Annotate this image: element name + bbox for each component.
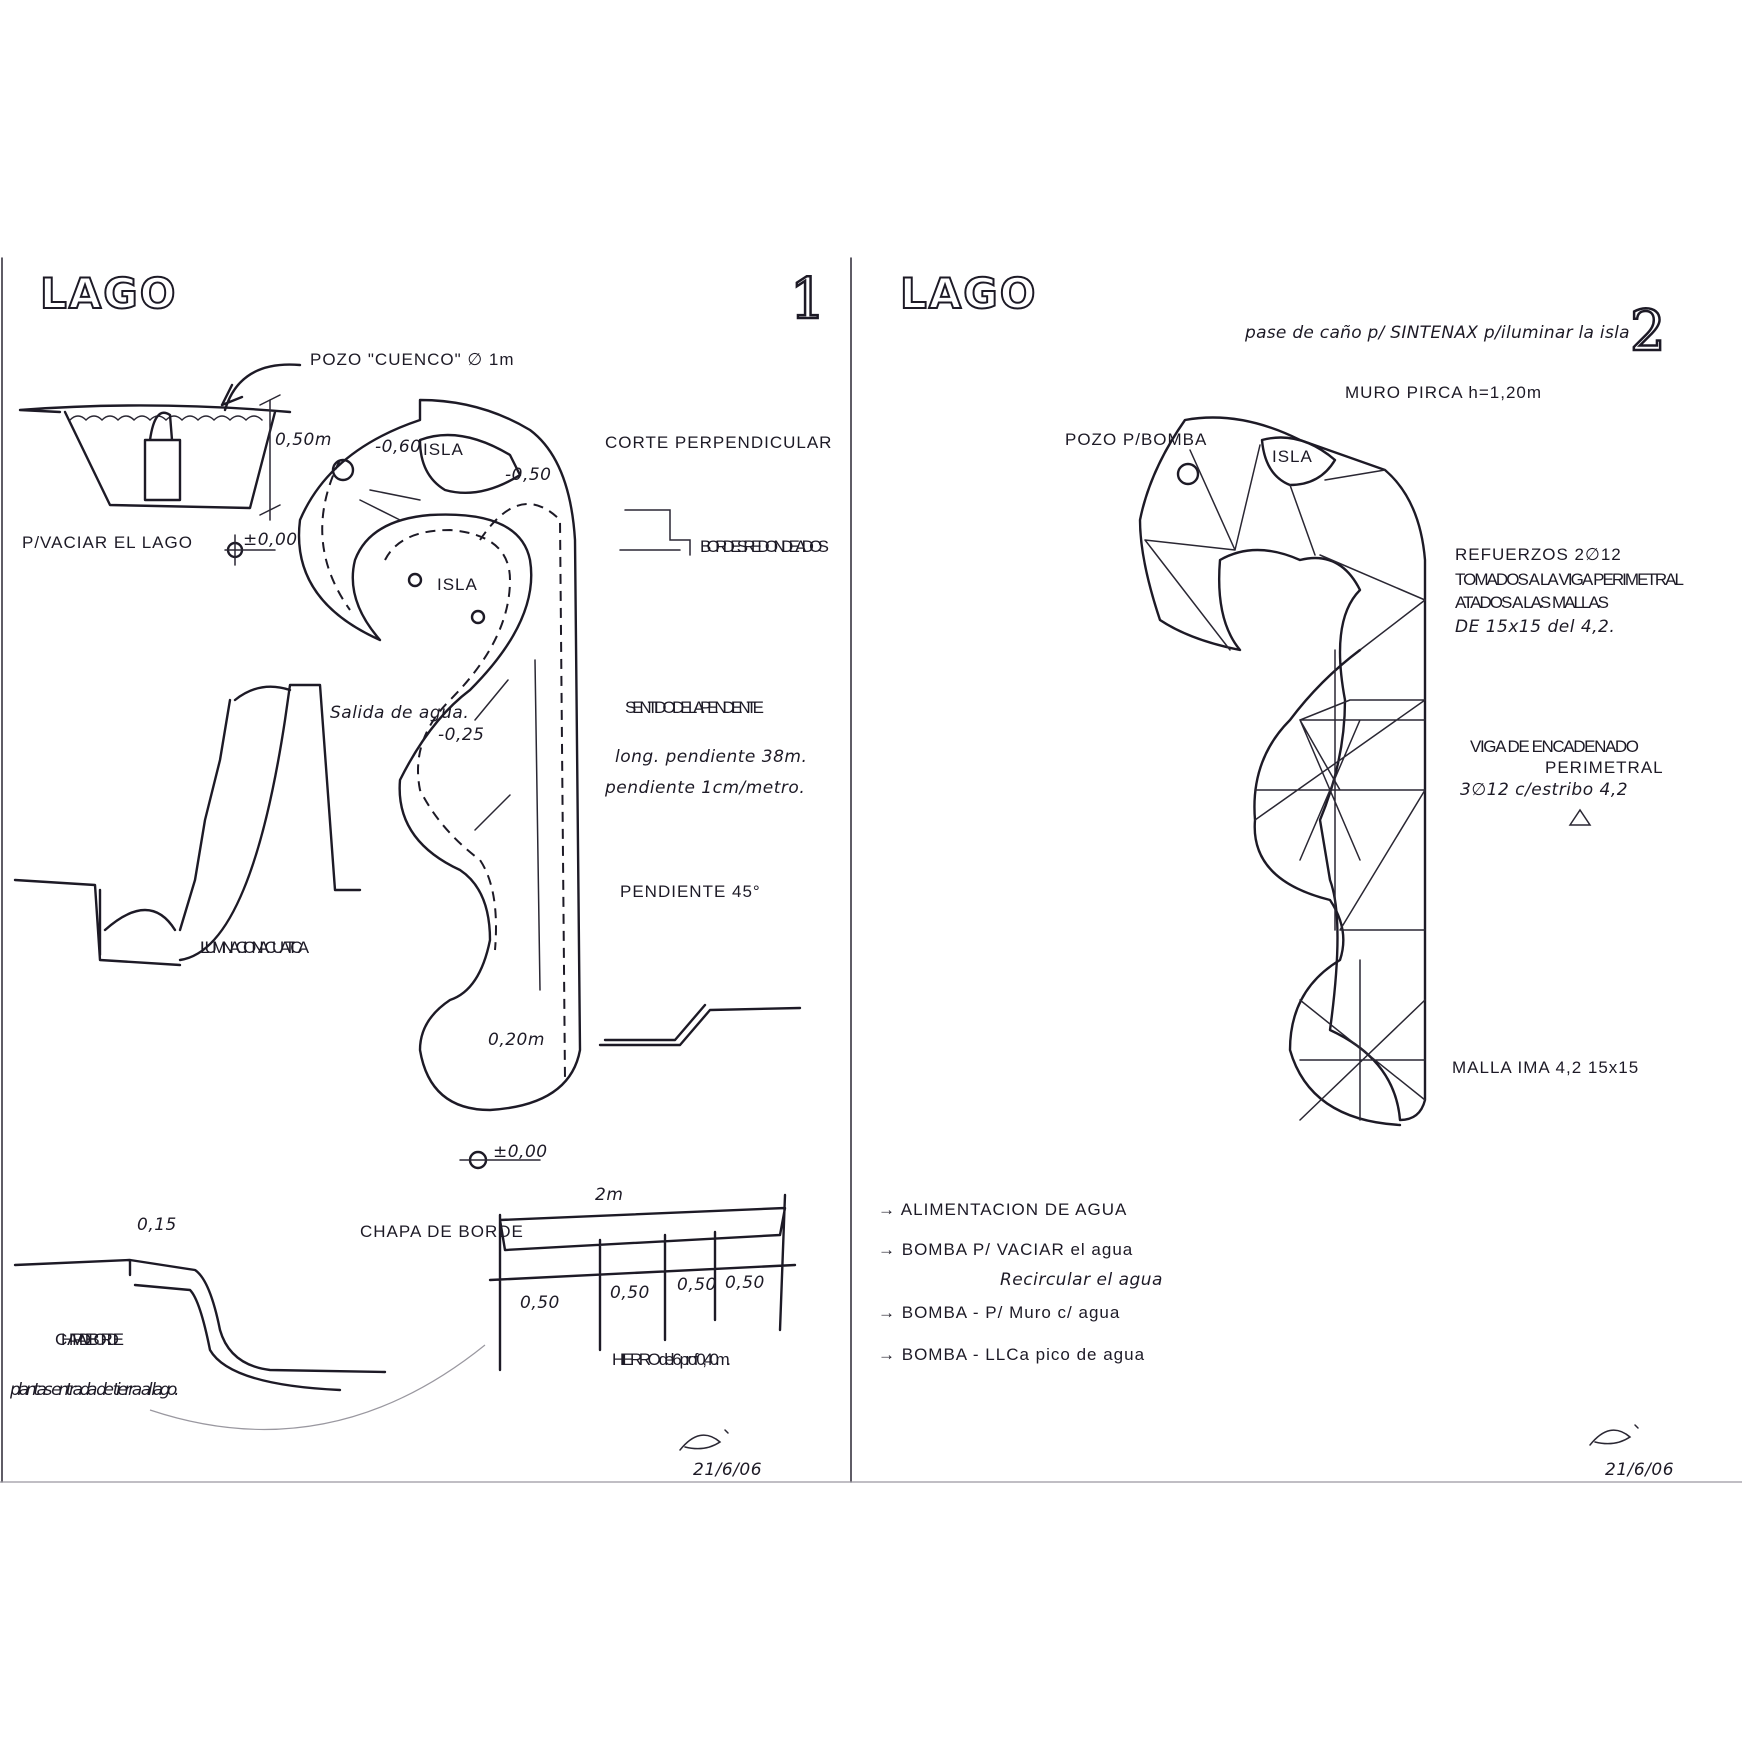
label-muro-pirca: MURO PIRCA h=1,20m bbox=[1345, 383, 1542, 402]
bordes-detail-drawing bbox=[619, 509, 691, 556]
pendiente-section-drawing bbox=[598, 1003, 802, 1047]
level-marker-icon bbox=[459, 1150, 541, 1170]
label-pase-cano: pase de caño p/ SINTENAX p/iluminar la i… bbox=[1244, 323, 1630, 343]
label-vaciar-lago: P/VACIAR EL LAGO bbox=[22, 533, 193, 552]
borde-section-drawing bbox=[13, 1258, 387, 1392]
sheet2-title: LAGO bbox=[900, 269, 1037, 318]
label-viga-3: 3∅12 c/estribo 4,2 bbox=[1460, 780, 1628, 800]
label-long-pendiente: long. pendiente 38m. bbox=[615, 747, 807, 767]
label-pozo-bomba: POZO P/BOMBA bbox=[1065, 430, 1207, 449]
sheet1-title: LAGO bbox=[40, 269, 177, 318]
salida-section-drawing bbox=[13, 683, 362, 967]
level-marker-icon bbox=[224, 534, 276, 566]
note-item: Recircular el agua bbox=[1000, 1270, 1163, 1290]
label-level-050: -0,50 bbox=[505, 465, 552, 485]
label-chapa-borde-right: CHAPA DE BORDE bbox=[360, 1222, 524, 1241]
label-iluminacion: ILUMINACION ACUATICA bbox=[200, 938, 310, 957]
label-dim-015: 0,15 bbox=[137, 1215, 177, 1235]
label-pendiente-rate: pendiente 1cm/metro. bbox=[604, 778, 805, 798]
lake-structure-plan bbox=[1138, 416, 1427, 1127]
signature-icon bbox=[1589, 1424, 1639, 1446]
label-level-020: 0,20m bbox=[488, 1030, 545, 1050]
label-refuerzos-3: ATADOS A LAS MALLAS bbox=[1455, 593, 1610, 612]
signature-icon bbox=[679, 1429, 729, 1451]
lake-plan-outline bbox=[297, 398, 582, 1112]
label-plantas: plantas entrada de tierra al lago. bbox=[9, 1380, 180, 1400]
sheet2-date: 21/6/06 bbox=[1605, 1460, 1674, 1480]
label-viga-2: PERIMETRAL bbox=[1545, 758, 1664, 777]
sheet-1: LAGO 1 POZO "CUENCO" ∅ 1m 0,50m P/VACIAR… bbox=[9, 266, 832, 1480]
chapa-borde-drawing bbox=[488, 1193, 797, 1372]
label-refuerzos: REFUERZOS 2∅12 bbox=[1455, 545, 1622, 564]
label-malla: MALLA IMA 4,2 15x15 bbox=[1452, 1058, 1639, 1077]
label-level-000-bottom: ±0,00 bbox=[493, 1142, 548, 1162]
label-dim-2m: 2m bbox=[595, 1185, 623, 1205]
label-sentido-pendiente: SENTIDO DE LA PENDIENTE bbox=[625, 698, 765, 717]
label-pendiente-45: PENDIENTE 45° bbox=[620, 882, 761, 901]
label-corte-perpendicular: CORTE PERPENDICULAR bbox=[605, 433, 832, 452]
label-depth-050: 0,50m bbox=[275, 430, 332, 450]
notes-list: → ALIMENTACION DE AGUA → BOMBA P/ VACIAR… bbox=[878, 1200, 1163, 1364]
label-isla-sheet2: ISLA bbox=[1272, 447, 1313, 466]
sheet1-date: 21/6/06 bbox=[693, 1460, 762, 1480]
connector-line bbox=[149, 1344, 486, 1430]
label-dim-050-d: 0,50 bbox=[725, 1273, 765, 1293]
triangle-stirrup-icon bbox=[1568, 808, 1592, 826]
label-viga: VIGA DE ENCADENADO bbox=[1470, 737, 1640, 756]
note-item: → ALIMENTACION DE AGUA bbox=[878, 1200, 1127, 1219]
label-level-060: -0,60 bbox=[375, 437, 422, 457]
note-item: → BOMBA - LLCa pico de agua bbox=[878, 1345, 1145, 1364]
label-refuerzos-4: DE 15x15 del 4,2. bbox=[1455, 617, 1615, 637]
label-bordes: BORDES REDONDEADOS bbox=[700, 537, 830, 556]
label-isla-top: ISLA bbox=[423, 440, 464, 459]
label-isla-main: ISLA bbox=[437, 575, 478, 594]
label-hierro: HIERRO del 6 prof 0,40m. bbox=[612, 1350, 732, 1369]
label-pozo-cuenco: POZO "CUENCO" ∅ 1m bbox=[310, 350, 515, 369]
label-dim-050-a: 0,50 bbox=[520, 1293, 560, 1313]
note-item: → BOMBA - P/ Muro c/ agua bbox=[878, 1303, 1120, 1322]
label-dim-050-b: 0,50 bbox=[610, 1283, 650, 1303]
label-level-025: -0,25 bbox=[438, 725, 485, 745]
label-dim-050-c: 0,50 bbox=[677, 1275, 717, 1295]
label-chapa-borde-left: CHAPA DE BORDE bbox=[55, 1330, 125, 1349]
label-refuerzos-2: TOMADOS A LA VIGA PERIMETRAL bbox=[1455, 570, 1685, 589]
sheet1-page-number: 1 bbox=[790, 267, 826, 332]
pozo-section-drawing bbox=[18, 363, 302, 521]
note-item: → BOMBA P/ VACIAR el agua bbox=[878, 1240, 1133, 1259]
label-level-000-top: ±0,00 bbox=[243, 530, 298, 550]
sheet-2: LAGO 2 pase de caño p/ SINTENAX p/ilumin… bbox=[878, 268, 1685, 1480]
label-salida-agua: Salida de agua. bbox=[330, 703, 469, 723]
sheet2-page-number: 2 bbox=[1630, 299, 1666, 364]
